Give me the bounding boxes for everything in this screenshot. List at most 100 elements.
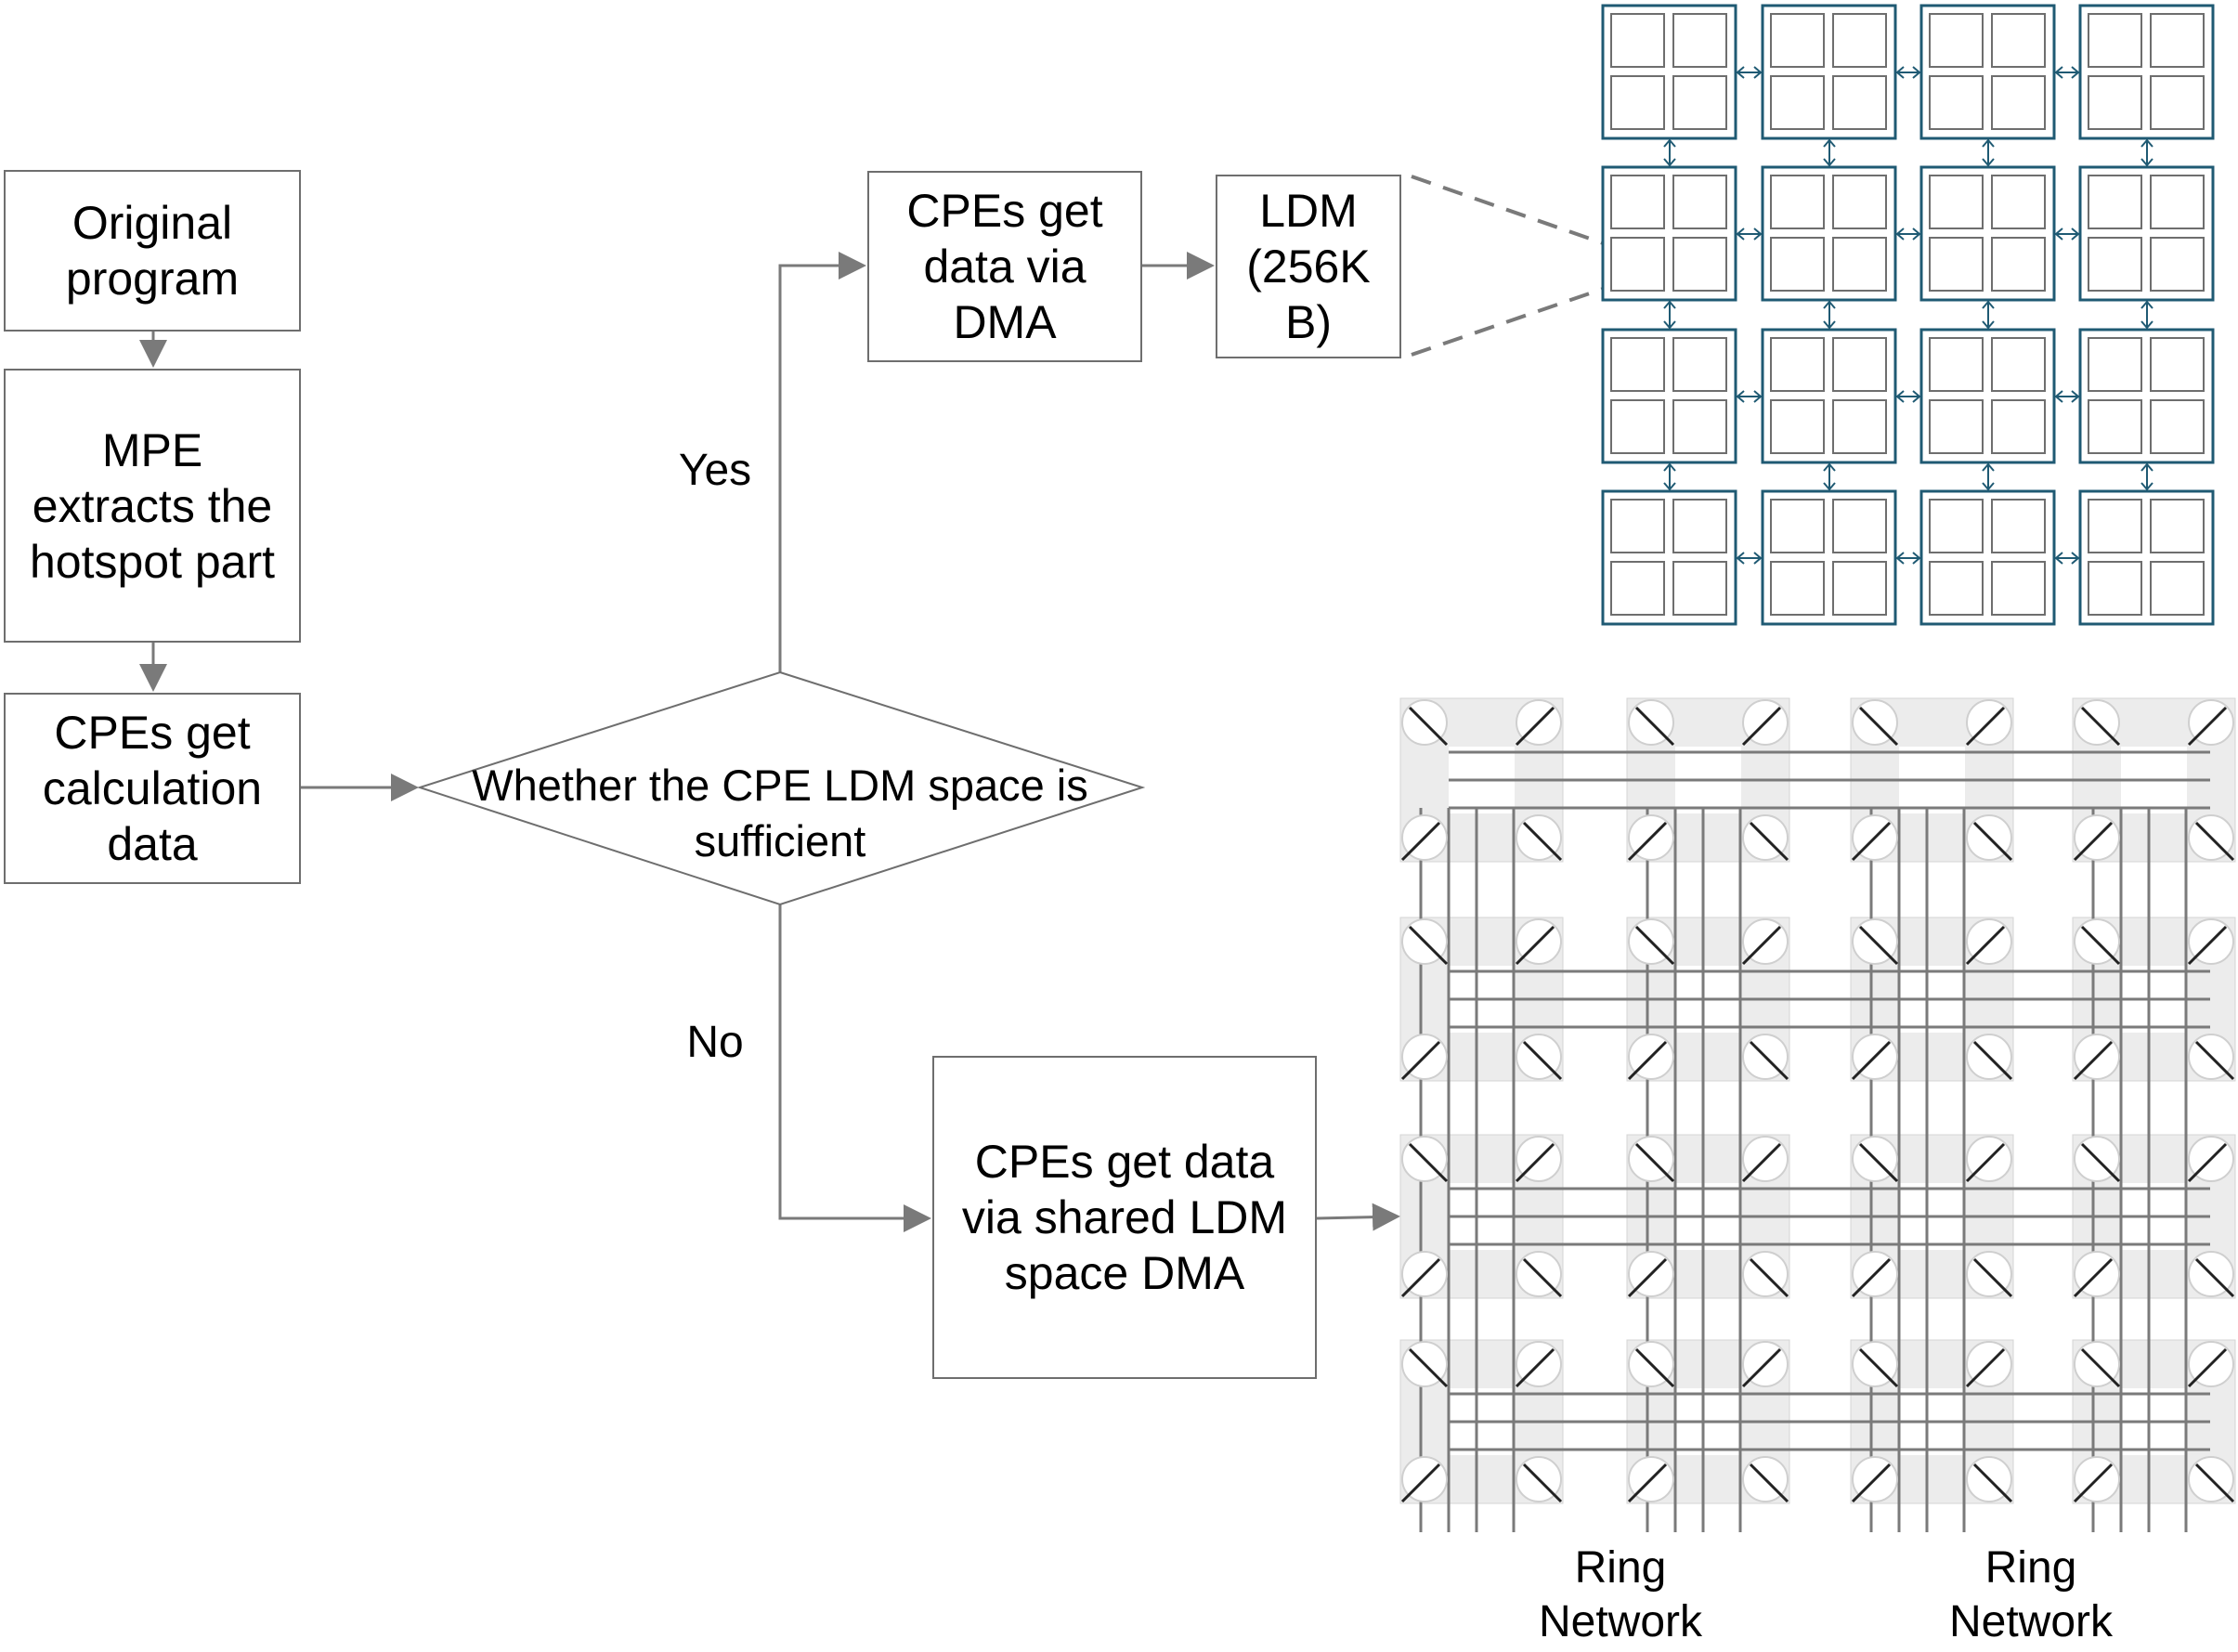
cpe-cell (2088, 75, 2142, 130)
cpe-link-horizontal (1736, 66, 1763, 79)
cpe-cell (1991, 13, 2046, 68)
cpe-cell (1832, 337, 1887, 392)
cpe-cell (1991, 399, 2046, 454)
mesh-switch-link (1522, 1040, 1563, 1081)
cpe-link-horizontal (2054, 66, 2080, 79)
cpe-cluster (1761, 328, 1897, 464)
cpe-cell (1672, 175, 1727, 229)
cpe-cell (1770, 499, 1825, 553)
mesh-switches (1400, 699, 2235, 1503)
cpe-link-vertical (2140, 462, 2153, 491)
cpe-cell (2088, 237, 2142, 292)
ring-network-label-right: Ring Network (1948, 1543, 2114, 1646)
mesh-switch-link (1627, 1040, 1668, 1081)
cpe-cluster (1919, 489, 2056, 626)
mesh-switch-link (1741, 1142, 1782, 1183)
cpe-cell (1770, 13, 1825, 68)
cpe-cluster (1761, 489, 1897, 626)
cpe-link-vertical (1823, 462, 1836, 491)
cpe-link-vertical (1663, 462, 1676, 491)
cpe-cluster (1601, 165, 1737, 302)
cpe-link-horizontal (1736, 228, 1763, 241)
ldm-box: LDM(256KB) (1216, 175, 1401, 358)
cpe-cell (1770, 75, 1825, 130)
zoom-lines (1411, 175, 1612, 357)
cpe-cell (1770, 561, 1825, 616)
original-program-label: Original program (65, 197, 240, 305)
cpe-cell (1610, 175, 1665, 229)
cpe-cell (1672, 337, 1727, 392)
cpe-cluster (1601, 4, 1737, 140)
cpe-cell (1672, 561, 1727, 616)
cpe-cell (1832, 399, 1887, 454)
mesh-switch-link (1851, 1040, 1892, 1081)
cpe-cell (1610, 499, 1665, 553)
cpe-cluster (1601, 489, 1737, 626)
cpe-cell (1991, 175, 2046, 229)
cpe-cell (1929, 561, 1984, 616)
ring-network-label-left: Ring Network (1538, 1543, 1703, 1646)
cpe-cell (1770, 399, 1825, 454)
mesh-switch-link (2187, 1347, 2228, 1388)
cpe-cell (1832, 175, 1887, 229)
mesh-switch-link (1627, 1257, 1668, 1298)
cpe-cell (2150, 13, 2205, 68)
mesh-switch-link (2187, 706, 2228, 747)
mesh-switch-link (1851, 1463, 1892, 1503)
cpe-cell (1991, 337, 2046, 392)
cpe-cell (1832, 561, 1887, 616)
mesh-switch-link (2194, 1257, 2235, 1298)
mesh-switch-link (2187, 1142, 2228, 1183)
mesh-switch-link (2073, 1040, 2114, 1081)
cpe-cell (2150, 75, 2205, 130)
cpe-cell (2150, 399, 2205, 454)
cpe-link-horizontal (1895, 66, 1921, 79)
cpe-cell (1672, 75, 1727, 130)
mesh-switch-link (1634, 706, 1675, 747)
cpe-link-vertical (1663, 138, 1676, 167)
original-program-box: Original program (4, 170, 301, 332)
cpe-cell (1991, 499, 2046, 553)
ring-network-mesh (1399, 697, 2236, 1532)
cpe-link-vertical (1823, 138, 1836, 167)
mesh-switch-link (2080, 1142, 2121, 1183)
cpe-cell (1672, 399, 1727, 454)
mesh-switch-link (1858, 925, 1899, 966)
mesh-switch-link (1858, 706, 1899, 747)
cpe-link-horizontal (1895, 228, 1921, 241)
cpe-cluster (2078, 165, 2215, 302)
mesh-switch-link (1741, 706, 1782, 747)
dma-box: CPEs get data via DMA (867, 171, 1142, 362)
mesh-switch-link (2194, 1463, 2235, 1503)
shared-ldm-label: CPEs get data via shared LDM space DMA (961, 1136, 1288, 1299)
mesh-switch-link (1741, 925, 1782, 966)
cpe-link-horizontal (1736, 390, 1763, 403)
no-label: No (686, 1018, 744, 1067)
cpe-link-horizontal (1895, 390, 1921, 403)
cpe-cell (2150, 337, 2205, 392)
cpe-cluster (1919, 328, 2056, 464)
cpe-cell (1929, 499, 1984, 553)
cpe-array (1601, 4, 2215, 626)
mesh-switch-link (1515, 706, 1555, 747)
cpe-cell (1929, 399, 1984, 454)
cpe-cell (2150, 499, 2205, 553)
cpe-cell (1610, 75, 1665, 130)
calc-data-box: CPEs get calculation data (4, 693, 301, 884)
mesh-switch-link (2073, 821, 2114, 862)
mesh-switch-link (1627, 821, 1668, 862)
mesh-switch-link (1408, 1347, 1449, 1388)
flow-connectors (139, 252, 1400, 1232)
mesh-switch-link (2187, 925, 2228, 966)
mesh-switch-link (1972, 821, 2013, 862)
cpe-cell (1991, 561, 2046, 616)
mesh-switch-link (1858, 1142, 1899, 1183)
cpe-link-vertical (1982, 300, 1995, 330)
mesh-switch-link (1522, 821, 1563, 862)
cpe-link-vertical (1663, 300, 1676, 330)
mesh-switch-link (2080, 1347, 2121, 1388)
cpe-cluster (2078, 4, 2215, 140)
mesh-switch-link (1749, 821, 1789, 862)
cpe-cluster (2078, 489, 2215, 626)
